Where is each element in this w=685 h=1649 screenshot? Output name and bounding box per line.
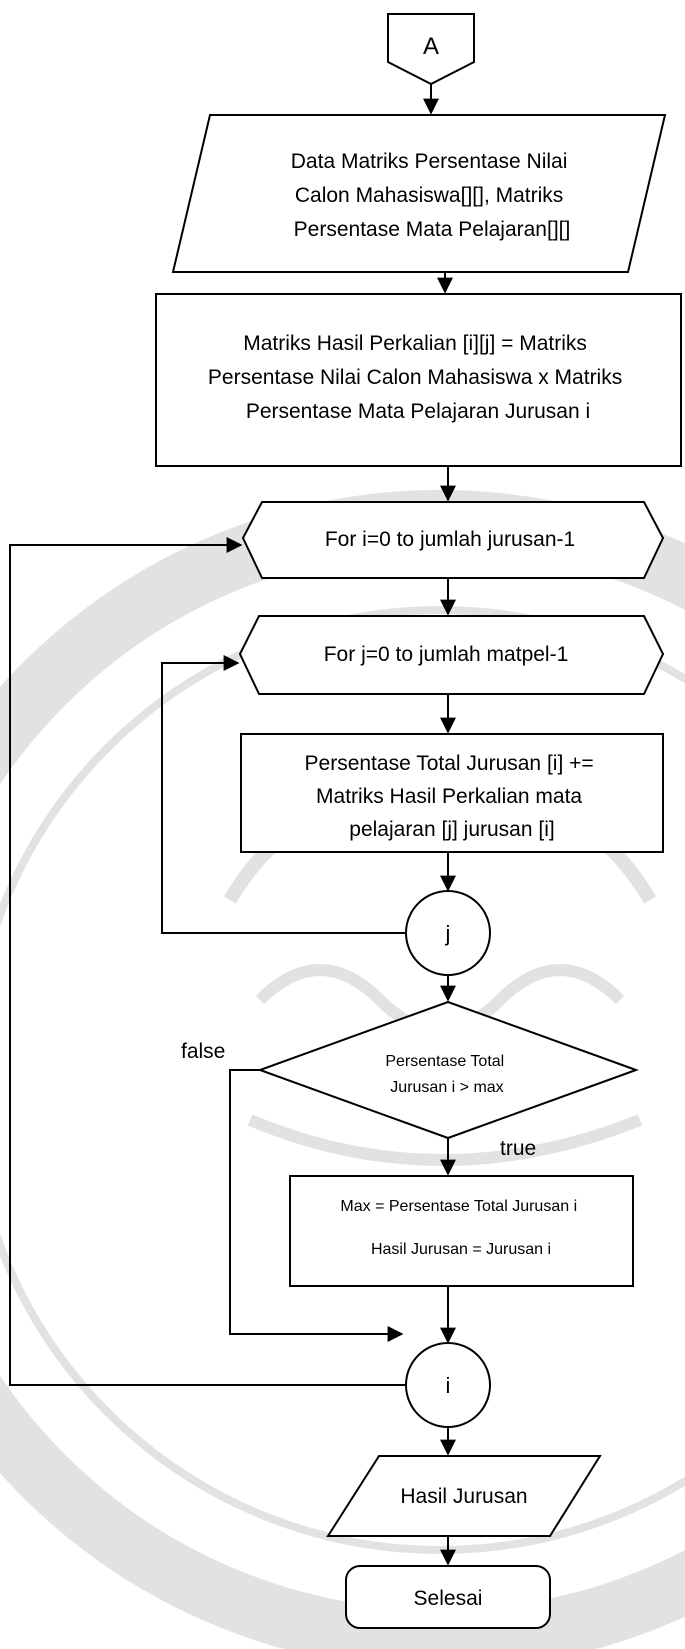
- connector-a-shape: [387, 13, 475, 86]
- decision-shape: [257, 1000, 639, 1140]
- terminator-shape: [345, 1565, 551, 1629]
- process-sum-text: Persentase Total Jurusan [i] += Matriks …: [305, 752, 600, 841]
- output-shape: [326, 1455, 602, 1537]
- loop-j-label: For j=0 to jumlah matpel-1: [324, 643, 569, 666]
- loop-i-shape: [241, 501, 665, 579]
- process-sum-box: [240, 733, 664, 853]
- loop-j-shape: [238, 615, 665, 695]
- loop-i-label: For i=0 to jumlah jurusan-1: [325, 528, 575, 551]
- connector-j-label: j: [445, 921, 451, 946]
- process-multiply-text: Matriks Hasil Perkalian [i][j] = Matriks…: [208, 332, 628, 423]
- connector-i-label: i: [446, 1373, 451, 1398]
- process-max-text: Max = Persentase Total Jurusan i Hasil J…: [340, 1198, 581, 1258]
- terminator-label: Selesai: [414, 1587, 483, 1610]
- output-label: Hasil Jurusan: [400, 1485, 527, 1508]
- connector-a-label: A: [423, 33, 439, 60]
- decision-text: Persentase Total Jurusan i > max: [385, 1053, 508, 1096]
- input-data-shape: [171, 114, 667, 273]
- input-data-text: Data Matriks Persentase Nilai Calon Maha…: [291, 150, 573, 241]
- process-multiply-box: [155, 293, 682, 467]
- false-label: false: [181, 1040, 225, 1063]
- true-label: true: [500, 1137, 536, 1160]
- process-max-box: [289, 1175, 634, 1287]
